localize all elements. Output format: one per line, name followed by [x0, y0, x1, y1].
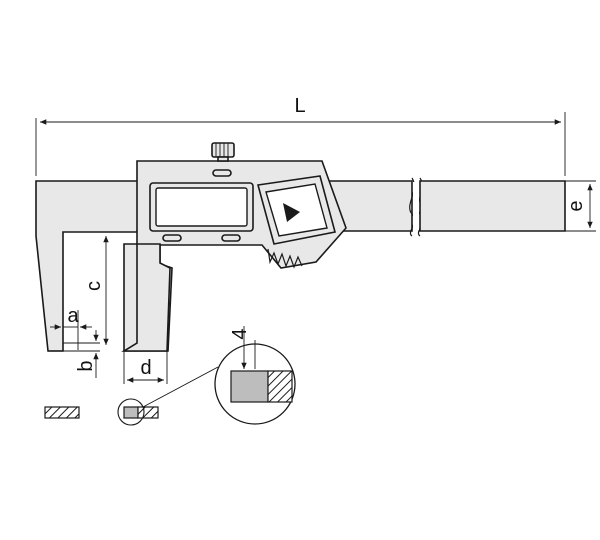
- dimension-d: d: [123, 351, 168, 384]
- fine-adjust-teeth: [267, 248, 303, 269]
- lcd-display: [149, 182, 254, 232]
- label-four: 4: [229, 328, 251, 339]
- detail-leader-line: [142, 366, 219, 408]
- detail-magnified-view: 4: [214, 326, 296, 425]
- label-b: b: [75, 360, 97, 371]
- play-triangle-icon: [283, 203, 300, 222]
- dimension-a: a: [50, 305, 92, 350]
- display-buttons: [162, 169, 241, 242]
- dimension-c: c: [83, 231, 137, 345]
- dimension-e: e: [565, 180, 596, 232]
- hold-button: [256, 175, 336, 245]
- label-d: d: [140, 357, 151, 379]
- label-a: a: [67, 305, 79, 327]
- label-L: L: [294, 95, 305, 117]
- dimension-b: b: [63, 330, 100, 378]
- label-c: c: [83, 281, 105, 291]
- label-e: e: [565, 200, 587, 211]
- beam-right-end: [419, 180, 566, 232]
- dimension-L: L: [35, 95, 566, 176]
- thumb-wheel-icon: [211, 142, 235, 162]
- jaw-cross-section-left: [44, 406, 80, 419]
- jaw-cross-section-right: [117, 398, 159, 426]
